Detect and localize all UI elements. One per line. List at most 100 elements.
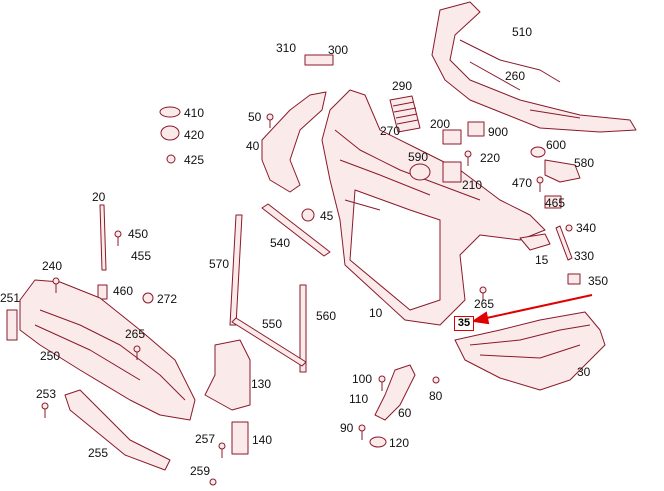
part-420 [160, 125, 180, 141]
bolt-450 [114, 230, 122, 238]
part-272 [142, 292, 154, 304]
part-260-detail [459, 39, 581, 119]
label-240: 240 [42, 259, 63, 273]
label-272: 272 [157, 292, 178, 306]
part-210 [442, 161, 462, 183]
label-45: 45 [320, 209, 334, 223]
label-130: 130 [251, 377, 272, 391]
label-265-left: 265 [125, 327, 146, 341]
part-40-side-bracket [261, 91, 327, 193]
part-580 [544, 159, 581, 183]
label-420: 420 [184, 128, 205, 142]
label-580: 580 [574, 156, 595, 170]
part-540-seal [261, 203, 331, 257]
label-257: 257 [195, 432, 216, 446]
bolt-80 [432, 376, 440, 384]
label-300: 300 [328, 43, 349, 57]
label-10: 10 [369, 306, 383, 320]
bolt-240 [52, 277, 60, 285]
part-590 [409, 163, 431, 181]
label-140: 140 [252, 433, 273, 447]
label-40: 40 [246, 139, 260, 153]
callout-part-35: 35 [454, 316, 474, 331]
label-255: 255 [88, 446, 109, 460]
part-600 [530, 146, 546, 158]
part-410 [159, 106, 181, 118]
label-455: 455 [131, 249, 152, 263]
bolt-340 [565, 224, 573, 232]
part-15 [519, 233, 551, 251]
bolt-259 [209, 478, 217, 486]
label-80: 80 [429, 389, 443, 403]
part-425 [166, 154, 176, 164]
bolt-253 [41, 402, 49, 410]
label-90: 90 [340, 421, 354, 435]
part-20-stay [99, 204, 107, 271]
part-251 [6, 309, 18, 341]
label-460: 460 [113, 284, 134, 298]
label-270: 270 [380, 124, 401, 138]
label-330: 330 [574, 249, 595, 263]
part-30-side-member [454, 311, 606, 391]
part-10-inner-frame [349, 189, 441, 311]
label-100: 100 [352, 372, 373, 386]
label-260: 260 [505, 69, 526, 83]
label-410: 410 [184, 106, 205, 120]
label-50: 50 [248, 110, 262, 124]
part-350 [567, 273, 581, 285]
part-255-lower-brace [64, 389, 171, 471]
part-140 [231, 421, 249, 455]
bolt-100 [378, 375, 386, 383]
part-300 [304, 54, 334, 66]
part-130-bracket [204, 339, 251, 411]
label-265-right: 265 [474, 297, 495, 311]
label-350: 350 [588, 274, 609, 288]
label-259: 259 [190, 464, 211, 478]
bolt-265b [479, 286, 487, 294]
label-310: 310 [276, 41, 297, 55]
label-251: 251 [0, 291, 21, 305]
label-220: 220 [480, 151, 501, 165]
part-900 [467, 121, 485, 137]
label-900: 900 [488, 125, 509, 139]
part-550-seal [231, 317, 307, 367]
bolt-257 [218, 442, 226, 450]
part-570-seal [229, 214, 243, 326]
bolt-90 [358, 424, 366, 432]
label-60: 60 [398, 406, 412, 420]
label-250: 250 [40, 349, 61, 363]
label-550: 550 [262, 317, 283, 331]
label-200: 200 [430, 117, 451, 131]
bolt-470 [536, 176, 544, 184]
bolt-220 [464, 150, 472, 158]
part-60-bracket [374, 364, 416, 421]
label-340: 340 [576, 221, 597, 235]
label-560: 560 [316, 309, 337, 323]
label-540: 540 [270, 236, 291, 250]
part-465 [544, 195, 562, 209]
part-330 [555, 225, 573, 261]
label-470: 470 [512, 176, 533, 190]
label-570: 570 [209, 257, 230, 271]
label-20: 20 [92, 190, 106, 204]
label-465: 465 [545, 196, 566, 210]
part-120 [369, 436, 387, 448]
label-30: 30 [577, 365, 591, 379]
label-110: 110 [349, 392, 369, 406]
label-425: 425 [184, 153, 205, 167]
label-600: 600 [546, 138, 567, 152]
label-15: 15 [535, 253, 549, 267]
part-45 [301, 208, 315, 222]
label-450: 450 [128, 227, 149, 241]
label-290: 290 [392, 79, 413, 93]
label-510: 510 [512, 25, 533, 39]
part-250-bumper-carrier [19, 279, 196, 421]
label-253: 253 [36, 387, 57, 401]
callout-arrow [471, 294, 593, 325]
part-460 [97, 284, 108, 300]
part-560-seal [299, 284, 307, 373]
bolt-50 [266, 113, 274, 121]
label-120: 120 [389, 436, 410, 450]
